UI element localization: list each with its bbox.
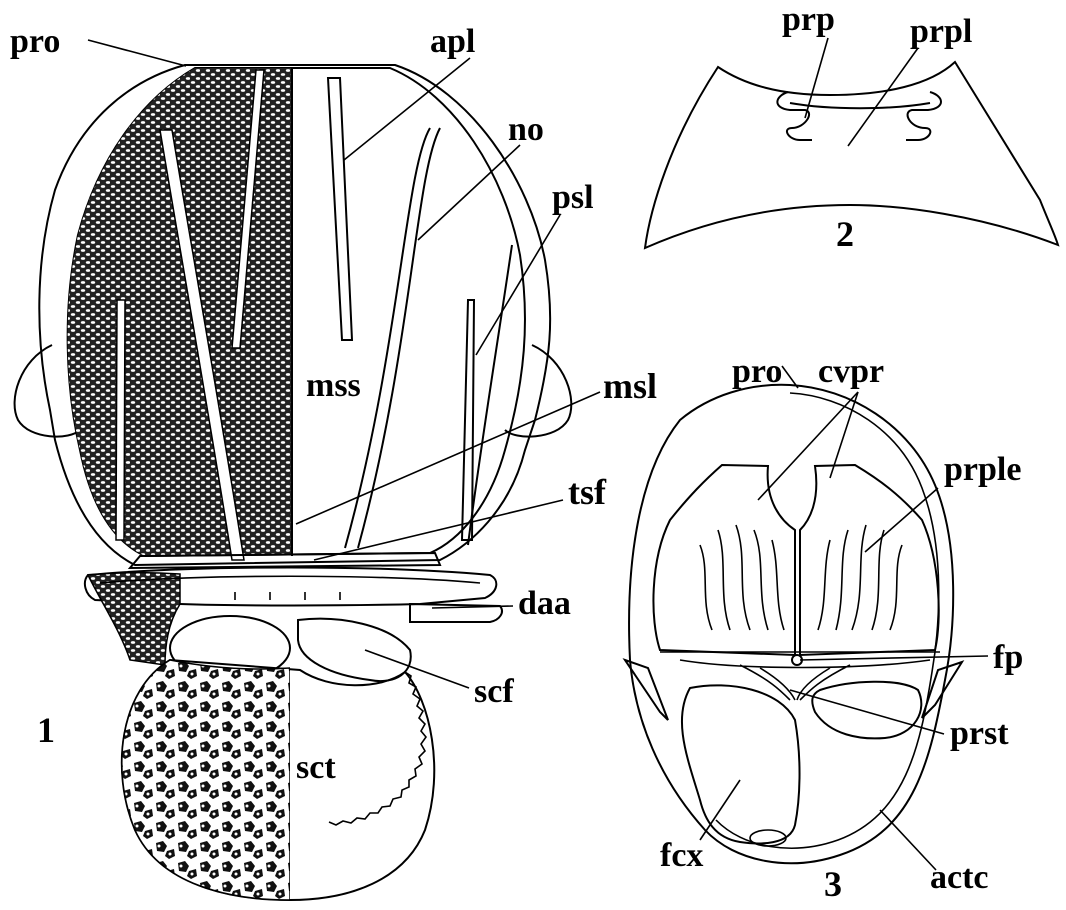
panel-2-number: 2 — [836, 214, 854, 254]
label-prpl: prpl — [910, 13, 972, 50]
label-pro-3: pro — [732, 353, 782, 390]
panel-3-number: 3 — [824, 864, 842, 904]
leader-pro — [88, 40, 186, 66]
label-sct: sct — [296, 749, 336, 786]
panel-1-number: 1 — [37, 710, 55, 750]
propodeal-pit-right — [906, 92, 941, 140]
right-propleuron — [800, 465, 939, 655]
label-prp: prp — [782, 1, 835, 38]
leader-fcx — [700, 780, 740, 840]
leader-msl — [296, 392, 600, 524]
pronotum-ventral-inner — [716, 393, 939, 848]
label-no: no — [508, 111, 544, 148]
label-pro: pro — [10, 23, 60, 60]
leader-apl — [344, 58, 470, 160]
leader-no — [418, 145, 520, 240]
axilla-left-textured — [88, 573, 180, 665]
panel-2-labels: prp prpl 2 — [782, 1, 972, 254]
leader-tsf — [314, 500, 563, 560]
right-tegula-shape — [505, 345, 571, 437]
panel-1-mesosoma — [15, 65, 572, 900]
right-flange — [922, 662, 962, 718]
admedian-line — [328, 78, 352, 340]
label-fcx: fcx — [660, 837, 703, 874]
leader-prpl — [848, 48, 918, 146]
leader-fp — [800, 656, 988, 660]
left-propleuron — [653, 465, 795, 655]
left-parapsidal-line — [116, 300, 125, 540]
label-scf: scf — [474, 673, 514, 710]
label-prple: prple — [944, 451, 1021, 488]
leader-actc — [880, 810, 936, 870]
notaulus — [345, 128, 440, 548]
label-fp: fp — [993, 639, 1023, 676]
label-mss: mss — [306, 367, 361, 404]
right-scutellar-fovea — [298, 619, 411, 681]
fore-coxa-right — [812, 682, 921, 739]
panel-3-prothorax-ventral — [625, 385, 962, 863]
label-apl: apl — [430, 23, 475, 60]
leader-prple — [865, 488, 938, 552]
label-actc: actc — [930, 859, 989, 896]
label-prst: prst — [950, 715, 1009, 752]
panel-3-labels: pro cvpr prple fp prst fcx actc 3 — [660, 353, 1023, 904]
label-msl: msl — [603, 366, 657, 406]
propodeal-pit-left — [777, 92, 812, 140]
pronotal-plate — [790, 103, 930, 108]
label-psl: psl — [552, 179, 594, 216]
lateral-line — [468, 245, 512, 545]
label-cvpr: cvpr — [818, 353, 884, 390]
leader-cvpr-1 — [758, 392, 858, 500]
mesoscutum-sculpture — [68, 68, 525, 556]
label-daa: daa — [518, 585, 571, 622]
scutellum-sculpture — [122, 660, 290, 900]
fore-coxa-left — [682, 685, 800, 843]
scutellum-crenulate-edge — [329, 672, 426, 825]
label-tsf: tsf — [568, 472, 607, 512]
left-flange — [625, 660, 668, 720]
parapsidal-line — [462, 300, 474, 540]
